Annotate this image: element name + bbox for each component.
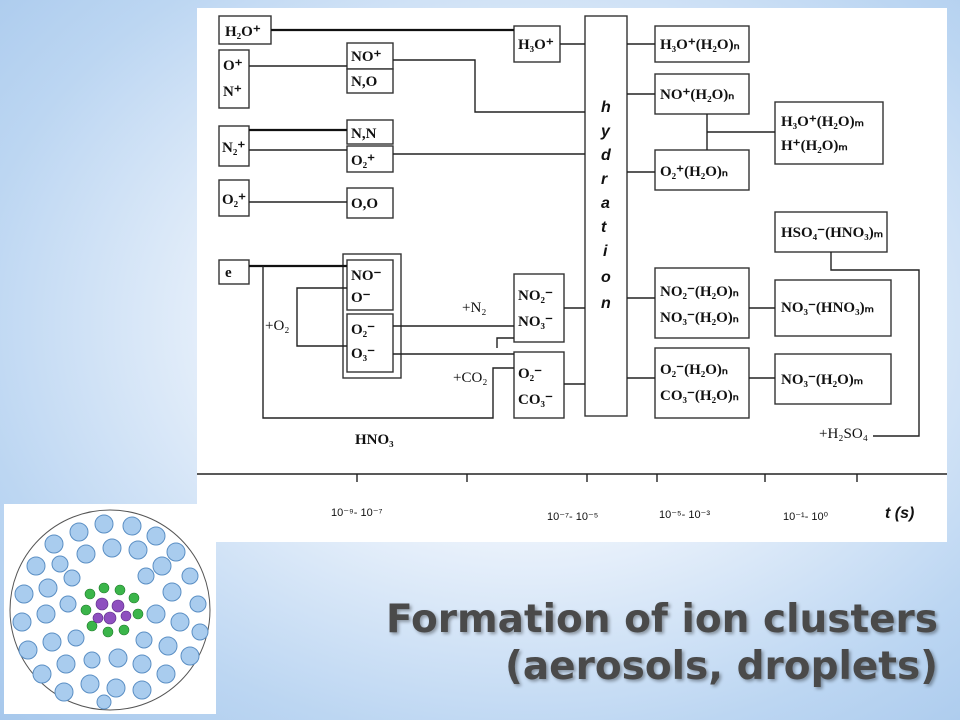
label-h-final: H⁺(H₂O)ₘ xyxy=(781,138,848,154)
label-h3o-plus: H₃O⁺ xyxy=(518,37,554,53)
hydration-letter: a xyxy=(601,195,610,212)
box-o2-plus xyxy=(218,179,250,217)
hydration-letter: y xyxy=(600,123,611,140)
label-no3-minus: NO₃⁻ xyxy=(518,314,553,330)
ion-cluster-image xyxy=(4,504,216,714)
tick-label: 10⁻⁷- 10⁻⁵ xyxy=(547,511,598,523)
connector-lines xyxy=(249,28,920,437)
reaction-diagram: H₂O⁺ O⁺ N⁺ N₂⁺ O₂⁺ e NO⁺ N,O N,N O₂⁺ O,O… xyxy=(197,8,947,542)
label-no2-hydrated: NO₂⁻(H₂O)ₙ xyxy=(660,284,739,300)
box-n2-plus xyxy=(218,125,250,167)
box-o2-co3-hydrated xyxy=(654,347,750,419)
ion-cluster-illustration xyxy=(9,509,211,711)
tick-label: 10⁻¹- 10⁰ xyxy=(783,511,829,523)
box-n-o xyxy=(346,68,394,94)
label-no3-hno3-final: NO₃⁻(HNO₃)ₘ xyxy=(781,300,874,316)
box-no-o-minus xyxy=(346,259,394,311)
box-h3o-hydrated xyxy=(654,25,750,63)
box-o2-co3-minus xyxy=(513,351,565,419)
label-plus-h2so4: +H₂SO₄ xyxy=(819,426,868,442)
tick-label: 10⁻⁵- 10⁻³ xyxy=(659,509,710,521)
label-no-hydrated: NO⁺(H₂O)ₙ xyxy=(660,87,734,103)
time-axis: 10⁻⁹- 10⁻⁷ 10⁻⁷- 10⁻⁵ 10⁻⁵- 10⁻³ 10⁻¹- 1… xyxy=(197,473,947,523)
label-o2-minus-int: O₂⁻ xyxy=(518,366,542,382)
label-co3-minus: CO₃⁻ xyxy=(518,392,553,408)
label-hso4-final: HSO₄⁻(HNO₃)ₘ xyxy=(781,225,883,241)
box-no2-no3-hydrated xyxy=(654,267,750,339)
label-o2-plus-primary: O₂⁺ xyxy=(222,192,246,208)
box-o-o xyxy=(346,187,394,219)
box-o-n-plus xyxy=(218,49,250,109)
box-no3-hno3-final xyxy=(774,279,892,337)
hydration-letter: i xyxy=(603,243,608,260)
label-o-plus: O⁺ xyxy=(223,58,243,74)
box-o2-o3-minus xyxy=(346,313,394,373)
hydration-letters: h y d r a t i o n xyxy=(600,99,612,312)
box-hydration xyxy=(584,15,628,417)
hydration-letter: o xyxy=(601,269,611,286)
box-no2-no3-minus xyxy=(513,273,565,343)
box-o2-plus-product xyxy=(346,145,394,173)
label-no3-h2o-final: NO₃⁻(H₂O)ₘ xyxy=(781,372,863,388)
hydration-letter: t xyxy=(601,219,607,236)
label-plus-n2: +N₂ xyxy=(462,300,487,316)
label-electron: e xyxy=(225,265,232,281)
hydration-letter: r xyxy=(601,171,608,188)
label-o2-plus-hydrated: O₂⁺(H₂O)ₙ xyxy=(660,164,728,180)
box-h2o-plus xyxy=(218,15,272,45)
reaction-diagram-svg: H₂O⁺ O⁺ N⁺ N₂⁺ O₂⁺ e NO⁺ N,O N,N O₂⁺ O,O… xyxy=(197,15,947,523)
label-plus-co2: +CO₂ xyxy=(453,370,488,386)
box-n-n xyxy=(346,119,394,145)
slide-title: Formation of ion clusters (aerosols, dro… xyxy=(385,597,938,689)
box-o2-plus-hydrated xyxy=(654,149,750,191)
label-o-o: O,O xyxy=(351,196,378,212)
time-axis-label: t (s) xyxy=(885,505,914,522)
label-h3o-hydrated: H₃O⁺(H₂O)ₙ xyxy=(660,37,740,53)
hydration-letter: n xyxy=(601,295,611,312)
label-no3-hydrated: NO₃⁻(H₂O)ₙ xyxy=(660,310,739,326)
box-no-hydrated xyxy=(654,73,750,115)
label-o3-minus: O₃⁻ xyxy=(351,346,375,362)
label-o-minus: O⁻ xyxy=(351,290,371,306)
label-n-n: N,N xyxy=(351,126,377,142)
label-n2-plus: N₂⁺ xyxy=(222,140,245,156)
box-no3-h2o-final xyxy=(774,353,892,405)
label-plus-o2: +O₂ xyxy=(265,318,290,334)
tick-label: 10⁻⁹- 10⁻⁷ xyxy=(331,507,383,519)
hydration-letter: h xyxy=(601,99,611,116)
label-h3o-final: H₃O⁺(H₂O)ₘ xyxy=(781,114,864,130)
box-hso4-final xyxy=(774,211,888,253)
label-o2-minus: O₂⁻ xyxy=(351,322,375,338)
label-no-plus: NO⁺ xyxy=(351,49,382,65)
label-n-o: N,O xyxy=(351,74,377,90)
label-o2-plus-product: O₂⁺ xyxy=(351,153,375,169)
box-electron xyxy=(218,259,250,285)
label-no-minus: NO⁻ xyxy=(351,268,382,284)
label-hno3: HNO₃ xyxy=(355,432,394,448)
label-h2o-plus: H₂O⁺ xyxy=(225,24,261,40)
label-co3-hydrated: CO₃⁻(H₂O)ₙ xyxy=(660,388,739,404)
box-h3o-plus xyxy=(513,25,561,63)
label-o2-minus-hydrated: O₂⁻(H₂O)ₙ xyxy=(660,362,728,378)
label-no2-minus: NO₂⁻ xyxy=(518,288,553,304)
label-n-plus: N⁺ xyxy=(223,84,242,100)
box-h3o-h-final xyxy=(774,101,884,165)
hydration-letter: d xyxy=(601,147,612,164)
